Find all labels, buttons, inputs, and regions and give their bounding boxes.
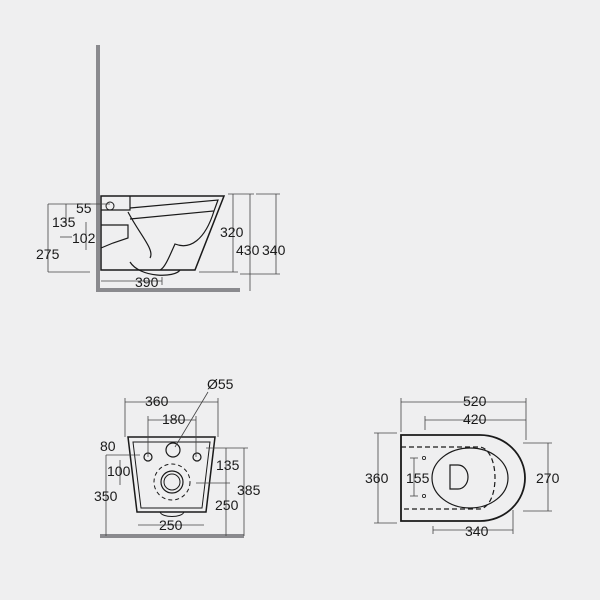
rear-outline xyxy=(127,436,216,513)
outlet-hole xyxy=(160,470,184,494)
top-outline xyxy=(400,434,526,522)
dim-340-top: 340 xyxy=(465,523,489,539)
seat-dashed-outline xyxy=(401,446,496,510)
dim-250-bottom: 250 xyxy=(159,517,183,533)
dim-340: 340 xyxy=(262,242,286,258)
inlet-hole xyxy=(165,442,181,458)
rear-view: 360 Ø55 180 80 100 135 350 385 250 250 xyxy=(94,376,261,538)
dim-275: 275 xyxy=(36,246,60,262)
dim-135: 135 xyxy=(52,214,76,230)
dim-360-rear: 360 xyxy=(145,393,169,409)
dim-55: 55 xyxy=(76,200,92,216)
top-view: 520 420 360 155 270 340 xyxy=(365,393,560,539)
fixing-hole-right xyxy=(192,452,202,462)
dim-270: 270 xyxy=(536,470,560,486)
dim-102: 102 xyxy=(72,230,96,246)
dim-385: 385 xyxy=(237,482,261,498)
dim-360-top: 360 xyxy=(365,470,389,486)
wall-line xyxy=(96,45,240,292)
dim-100: 100 xyxy=(107,463,131,479)
dim-520: 520 xyxy=(463,393,487,409)
side-view: 55 135 102 275 390 320 430 340 xyxy=(36,45,286,292)
dim-350: 350 xyxy=(94,488,118,504)
dim-diameter-55: Ø55 xyxy=(207,376,234,392)
inlet-circle xyxy=(105,201,115,211)
bowl-ellipse xyxy=(431,447,509,509)
dim-320: 320 xyxy=(220,224,244,240)
dim-430: 430 xyxy=(236,242,260,258)
dim-180: 180 xyxy=(162,411,186,427)
toilet-body-outline xyxy=(100,195,226,271)
outlet-d-shape xyxy=(449,464,469,490)
dim-155: 155 xyxy=(406,470,430,486)
dim-250-right: 250 xyxy=(215,497,239,513)
dim-80: 80 xyxy=(100,438,116,454)
dim-420: 420 xyxy=(463,411,487,427)
dim-390: 390 xyxy=(135,274,159,290)
dim-135-rear: 135 xyxy=(216,457,240,473)
